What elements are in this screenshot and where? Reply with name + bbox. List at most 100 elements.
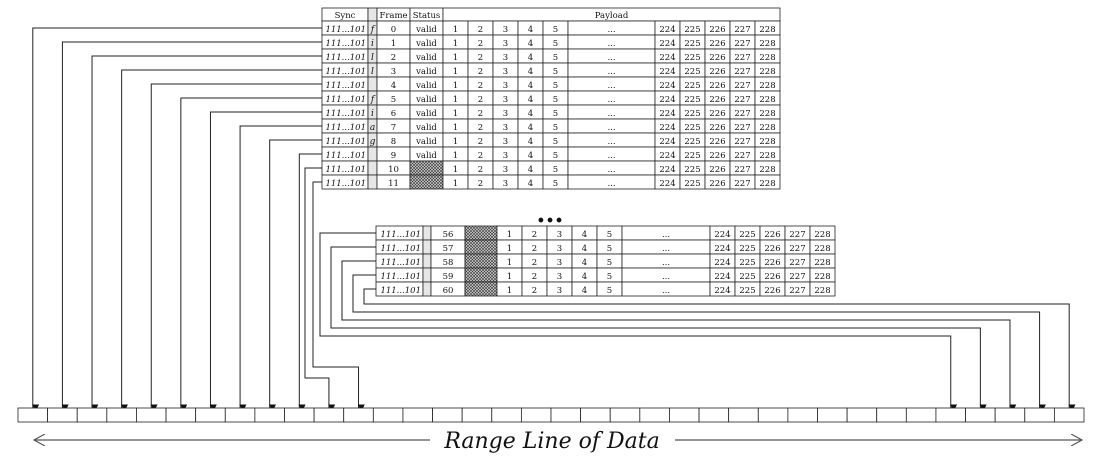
payload-index: 225 (684, 109, 700, 119)
range-cell (402, 407, 433, 423)
payload-index: 5 (553, 137, 558, 147)
payload-index: 227 (734, 123, 750, 133)
payload-index: 224 (659, 81, 675, 91)
payload-index: 227 (734, 137, 750, 147)
payload-index: 225 (684, 67, 700, 77)
payload-index: 4 (528, 53, 533, 63)
payload-index: 3 (557, 286, 562, 296)
range-cell (47, 407, 78, 423)
payload-index: 4 (582, 244, 587, 254)
range-cell (284, 407, 315, 423)
connector-arrow (209, 111, 322, 412)
status-cell-hatched (464, 225, 498, 241)
status-value: valid (415, 81, 437, 91)
payload-index: 224 (714, 286, 730, 296)
flag-cell (367, 146, 378, 162)
payload-index: 226 (709, 67, 725, 77)
continuation-dots: ... (536, 199, 563, 229)
payload-index: 225 (684, 179, 700, 189)
payload-index: 228 (814, 230, 830, 240)
connector-arrow (268, 139, 322, 412)
flag-letter: l (371, 53, 374, 63)
payload-index: 4 (582, 272, 587, 282)
payload-index: 5 (607, 230, 612, 240)
payload-index: 227 (734, 179, 750, 189)
payload-ellipsis: ... (607, 81, 615, 91)
frame-number: 0 (391, 25, 396, 35)
payload-index: 4 (582, 258, 587, 268)
payload-index: 227 (789, 244, 805, 254)
payload-index: 2 (478, 137, 483, 147)
connector-arrow (239, 125, 322, 412)
status-value: valid (415, 151, 437, 161)
frame-number: 60 (443, 286, 454, 296)
sync-word: 111...101 (325, 123, 366, 133)
payload-ellipsis: ... (607, 151, 615, 161)
payload-index: 3 (503, 165, 508, 175)
payload-index: 2 (532, 244, 537, 254)
payload-index: 3 (503, 81, 508, 91)
flag-header-cell (367, 7, 378, 22)
frame-number: 59 (443, 272, 454, 282)
status-cell-hatched (409, 174, 444, 190)
payload-index: 5 (553, 123, 558, 133)
status-value: valid (415, 67, 437, 77)
payload-index: 227 (734, 67, 750, 77)
payload-index: 3 (503, 67, 508, 77)
frame-number: 58 (443, 258, 454, 268)
payload-index: 3 (503, 151, 508, 161)
payload-index: 5 (553, 39, 558, 49)
status-value: valid (415, 109, 437, 119)
payload-index: 3 (503, 95, 508, 105)
payload-index: 1 (507, 272, 512, 282)
payload-index: 225 (739, 272, 755, 282)
flag-cell (367, 76, 378, 92)
payload-index: 5 (553, 95, 558, 105)
sync-word: 111...101 (325, 137, 366, 147)
payload-index: 2 (478, 67, 483, 77)
payload-header: Payload (595, 11, 629, 21)
payload-index: 225 (739, 258, 755, 268)
payload-index: 228 (759, 39, 775, 49)
range-cell (698, 407, 730, 423)
status-cell-hatched (464, 267, 498, 283)
payload-index: 4 (528, 179, 533, 189)
payload-ellipsis: ... (607, 25, 615, 35)
range-cell (224, 407, 256, 423)
status-value: valid (415, 95, 437, 105)
payload-index: 2 (478, 109, 483, 119)
range-cell (817, 407, 848, 423)
range-cell (787, 407, 818, 423)
flag-cell (422, 253, 432, 269)
payload-index: 228 (759, 123, 775, 133)
flag-cell (422, 267, 432, 283)
frame-number: 5 (391, 95, 396, 105)
payload-index: 228 (759, 165, 775, 175)
status-value: valid (415, 25, 437, 35)
payload-index: 226 (764, 272, 780, 282)
payload-index: 228 (814, 272, 830, 282)
payload-index: 224 (714, 244, 730, 254)
payload-index: 225 (684, 123, 700, 133)
payload-index: 4 (528, 25, 533, 35)
payload-index: 2 (478, 151, 483, 161)
connector-arrow (319, 232, 958, 412)
frame-number: 1 (391, 39, 396, 49)
range-cell (136, 407, 167, 423)
range-cell (935, 407, 966, 423)
table-header: Sync Frame Status Payload (321, 7, 781, 22)
connector-arrow (120, 69, 322, 412)
frame-header: Frame (379, 11, 407, 21)
payload-index: 226 (709, 109, 725, 119)
payload-index: 5 (607, 258, 612, 268)
payload-index: 1 (453, 179, 458, 189)
range-cell (461, 407, 493, 423)
flag-letter: i (371, 109, 374, 119)
range-cell (491, 407, 522, 423)
payload-index: 227 (734, 109, 750, 119)
